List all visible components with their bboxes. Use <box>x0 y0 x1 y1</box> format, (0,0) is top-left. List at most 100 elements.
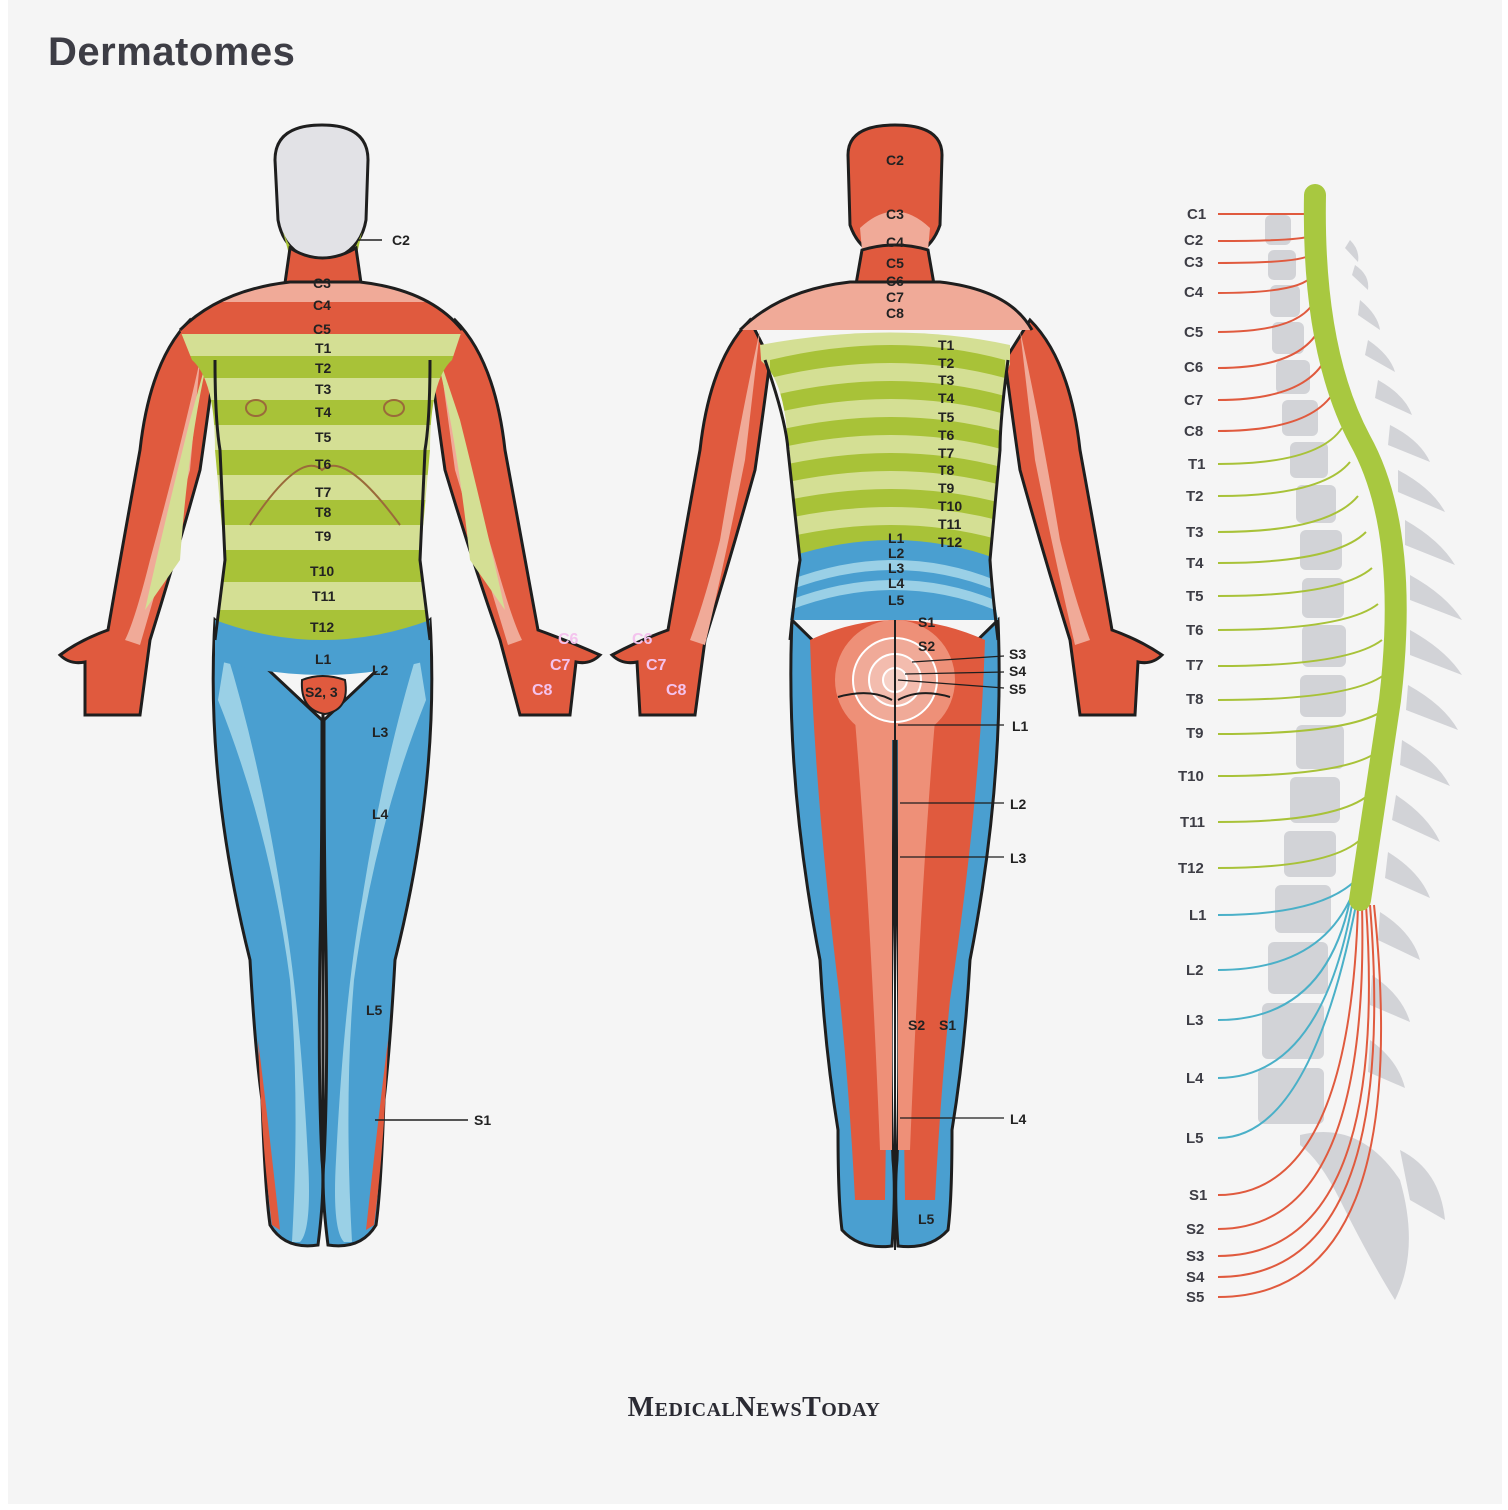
spine-label-t4: T4 <box>1186 555 1204 572</box>
spine-label-t3: T3 <box>1186 524 1204 541</box>
back-label-c6: C6 <box>886 273 904 289</box>
front-label-t5: T5 <box>315 429 332 445</box>
front-label-c4: C4 <box>313 297 331 313</box>
front-label-c3: C3 <box>313 275 331 291</box>
back-label-t6: T6 <box>938 427 955 443</box>
front-label-t3: T3 <box>315 381 332 397</box>
front-labels: C2 C3 C4 C5 T1 T2 T3 T4 T5 T6 T7 T8 T9 T… <box>305 232 579 1128</box>
front-body <box>57 123 603 1248</box>
front-label-c8: C8 <box>532 682 553 699</box>
back-label-t10: T10 <box>938 498 962 514</box>
spine-label-c1: C1 <box>1187 206 1206 223</box>
back-label-t12: T12 <box>938 534 962 550</box>
spine-label-c8: C8 <box>1184 423 1203 440</box>
front-label-l2: L2 <box>372 662 389 678</box>
front-label-t7: T7 <box>315 484 332 500</box>
back-label-c2: C2 <box>886 152 904 168</box>
back-label-l3-leg: L3 <box>1010 850 1027 866</box>
spine-label-s3: S3 <box>1186 1248 1204 1265</box>
back-labels: C2 C3 C4 C5 C6 C7 C8 T1 T2 T3 T4 T5 T6 T… <box>632 152 1029 1227</box>
spine-label-s2: S2 <box>1186 1221 1204 1238</box>
front-label-c7: C7 <box>550 657 571 674</box>
back-label-t5: T5 <box>938 409 955 425</box>
spine-label-c5: C5 <box>1184 324 1203 341</box>
back-label-s2-leg: S2 <box>908 1017 925 1033</box>
back-label-t11: T11 <box>938 516 962 532</box>
back-label-t3: T3 <box>938 372 955 388</box>
spine-label-l3: L3 <box>1186 1012 1204 1029</box>
spine-label-t6: T6 <box>1186 622 1204 639</box>
spine-label-c3: C3 <box>1184 254 1203 271</box>
back-label-c7-hand: C7 <box>646 657 667 674</box>
back-label-l2: L2 <box>888 545 905 561</box>
back-label-l5-leg: L5 <box>918 1211 935 1227</box>
spine-label-t11: T11 <box>1180 814 1205 831</box>
spine-labels: C1 C2 C3 C4 C5 C6 C7 C8 T1 T2 T3 T4 T5 T… <box>1178 206 1207 1306</box>
back-label-c8: C8 <box>886 305 904 321</box>
spine-label-t12: T12 <box>1178 860 1204 877</box>
back-label-l4-leg: L4 <box>1010 1111 1027 1127</box>
brand-logo: MedicalNewsToday <box>627 1392 881 1423</box>
back-label-s3: S3 <box>1009 646 1026 662</box>
spine-label-t7: T7 <box>1186 657 1204 674</box>
front-label-t12: T12 <box>310 619 334 635</box>
back-label-s5: S5 <box>1009 681 1026 697</box>
spine-label-t1: T1 <box>1188 456 1206 473</box>
spine-label-s4: S4 <box>1186 1269 1205 1286</box>
spine-label-s1: S1 <box>1189 1187 1207 1204</box>
front-label-t1: T1 <box>315 340 332 356</box>
back-label-l1: L1 <box>888 530 905 546</box>
front-label-s1: S1 <box>474 1112 491 1128</box>
front-label-t8: T8 <box>315 504 332 520</box>
back-label-l3: L3 <box>888 560 905 576</box>
front-label-c6: C6 <box>558 631 579 648</box>
spine-label-l2: L2 <box>1186 962 1204 979</box>
back-label-t2: T2 <box>938 355 955 371</box>
spine-label-c2: C2 <box>1184 232 1203 249</box>
spine-label-t9: T9 <box>1186 725 1204 742</box>
spine-label-l4: L4 <box>1186 1070 1204 1087</box>
front-label-t10: T10 <box>310 563 334 579</box>
front-label-l1: L1 <box>315 651 332 667</box>
spine-label-c7: C7 <box>1184 392 1203 409</box>
front-label-c5: C5 <box>313 321 331 337</box>
front-label-l3: L3 <box>372 724 389 740</box>
back-label-l2-leg: L2 <box>1010 796 1027 812</box>
back-label-s2: S2 <box>918 638 935 654</box>
spine-label-l5: L5 <box>1186 1130 1204 1147</box>
spine-diagram <box>1217 184 1462 1300</box>
back-label-c7: C7 <box>886 289 904 305</box>
front-label-t6: T6 <box>315 456 332 472</box>
front-label-t9: T9 <box>315 528 332 544</box>
front-label-l4: L4 <box>372 806 389 822</box>
back-label-c3: C3 <box>886 206 904 222</box>
front-label-t4: T4 <box>315 404 332 420</box>
spine-label-s5: S5 <box>1186 1289 1204 1306</box>
back-label-c4: C4 <box>886 234 904 250</box>
front-label-l5: L5 <box>366 1002 383 1018</box>
spine-label-t2: T2 <box>1186 488 1204 505</box>
spine-label-t10: T10 <box>1178 768 1204 785</box>
back-label-s4: S4 <box>1009 663 1026 679</box>
front-label-s2-3: S2, 3 <box>305 684 338 700</box>
spine-label-t8: T8 <box>1186 691 1204 708</box>
back-label-l4: L4 <box>888 575 905 591</box>
spine-label-l1: L1 <box>1189 907 1207 924</box>
back-label-t1: T1 <box>938 337 955 353</box>
spine-label-c4: C4 <box>1184 284 1204 301</box>
back-label-t9: T9 <box>938 480 955 496</box>
back-label-l5: L5 <box>888 592 905 608</box>
spine-label-c6: C6 <box>1184 359 1203 376</box>
back-label-t7: T7 <box>938 445 955 461</box>
back-label-c6-hand: C6 <box>632 631 653 648</box>
front-label-c2: C2 <box>392 232 410 248</box>
front-label-t11: T11 <box>312 588 336 604</box>
page-title: Dermatomes <box>48 30 296 74</box>
back-label-s1: S1 <box>918 614 935 630</box>
back-label-c5: C5 <box>886 255 904 271</box>
back-label-l1-leg: L1 <box>1012 718 1029 734</box>
back-label-t4: T4 <box>938 390 955 406</box>
back-label-s1-leg: S1 <box>939 1017 956 1033</box>
front-label-t2: T2 <box>315 360 332 376</box>
